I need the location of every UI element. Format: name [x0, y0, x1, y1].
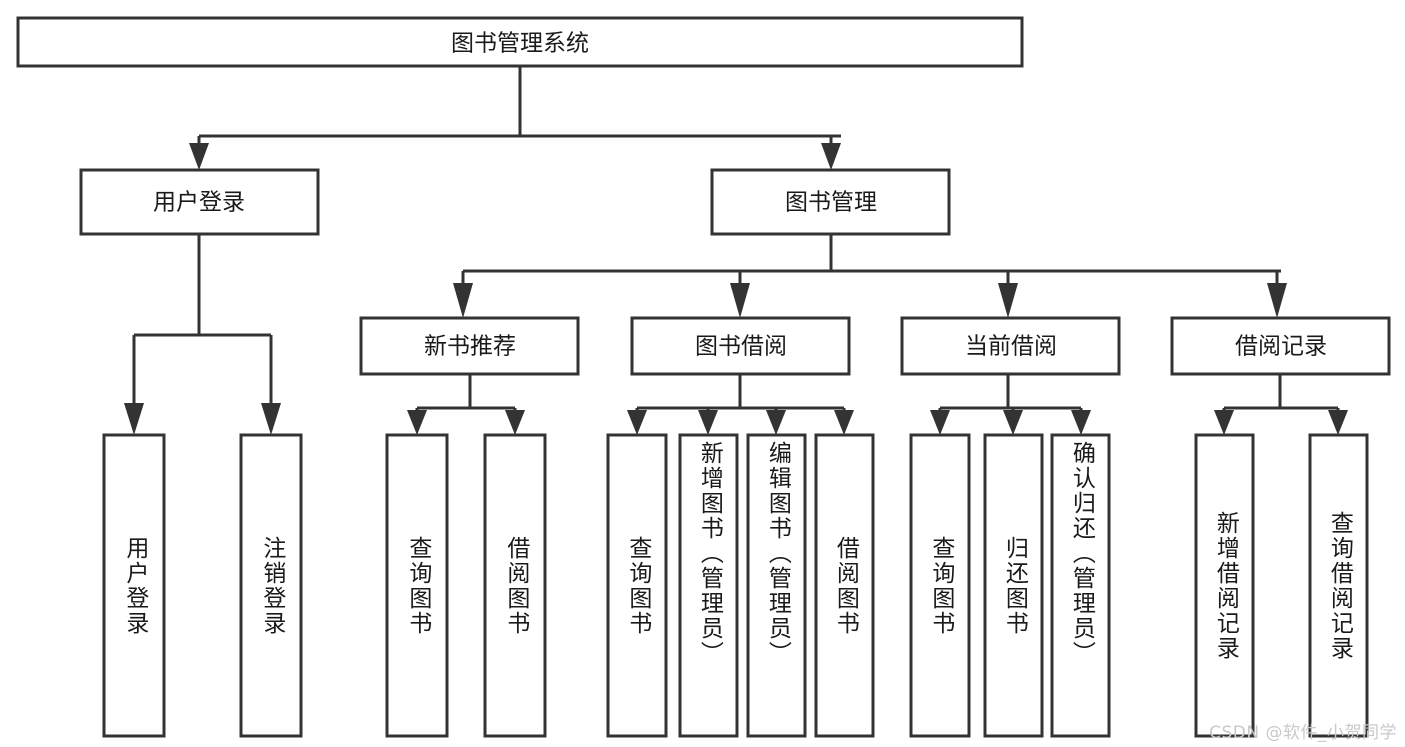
arrow-bookmgmt-to-current: [998, 283, 1018, 318]
leaf-box-add-borrow-record[interactable]: [1194, 433, 1255, 738]
arrow-current-leaf-1: [930, 410, 950, 435]
node-user-login[interactable]: 用户登录: [79, 168, 320, 236]
node-root[interactable]: 图书管理系统: [16, 16, 1024, 68]
csdn-watermark: CSDN @软件_小贺同学: [1209, 723, 1397, 743]
node-current-borrow[interactable]: 当前借阅: [900, 316, 1121, 376]
node-current-borrow-box[interactable]: [900, 316, 1121, 376]
arrow-borrow-leaf-3: [766, 410, 786, 435]
node-user-login-box[interactable]: [79, 168, 320, 236]
leaf-box-logout[interactable]: [239, 433, 303, 738]
node-new-book-recommend-label: 新书推荐: [424, 334, 516, 360]
arrow-userlogin-leaf-2: [261, 403, 281, 435]
leaf-box-query-book-current[interactable]: [909, 433, 971, 738]
node-borrow-records-box[interactable]: [1170, 316, 1391, 376]
arrow-borrow-leaf-4: [834, 410, 854, 435]
arrow-root-to-user-login: [189, 143, 209, 170]
node-borrow-records-label: 借阅记录: [1235, 334, 1327, 360]
leaf-box-add-book-admin[interactable]: [678, 433, 739, 738]
arrow-newbook-leaf-2: [505, 410, 525, 435]
arrow-borrow-leaf-1: [627, 410, 647, 435]
leaf-box-query-borrow-record[interactable]: [1308, 433, 1369, 738]
node-book-management[interactable]: 图书管理: [710, 168, 951, 236]
node-book-management-box[interactable]: [710, 168, 951, 236]
node-book-borrow-box[interactable]: [630, 316, 851, 376]
arrow-bookmgmt-to-borrow: [730, 283, 750, 318]
leaf-box-query-book-borrow[interactable]: [606, 433, 668, 738]
arrow-borrow-leaf-2: [698, 410, 718, 435]
node-new-book-recommend-box[interactable]: [359, 316, 580, 376]
leaf-box-query-book-recommend[interactable]: [385, 433, 449, 738]
node-user-login-label: 用户登录: [153, 190, 245, 216]
node-root-label: 图书管理系统: [451, 31, 589, 57]
arrow-bookmgmt-to-records: [1267, 283, 1287, 318]
arrow-newbook-leaf-1: [407, 410, 427, 435]
arrow-records-leaf-2: [1328, 410, 1348, 435]
leaf-box-edit-book-admin[interactable]: [746, 433, 807, 738]
arrow-root-to-book-mgmt: [821, 143, 841, 170]
node-book-management-label: 图书管理: [785, 190, 877, 216]
leaf-box-borrow-book-recommend[interactable]: [483, 433, 547, 738]
node-root-box[interactable]: [16, 16, 1024, 68]
leaf-box-return-book[interactable]: [983, 433, 1044, 738]
arrow-userlogin-leaf-1: [124, 403, 144, 435]
arrow-records-leaf-1: [1214, 410, 1234, 435]
connector-layer: [124, 66, 1348, 435]
node-book-borrow[interactable]: 图书借阅: [630, 316, 851, 376]
node-current-borrow-label: 当前借阅: [965, 334, 1057, 360]
node-new-book-recommend[interactable]: 新书推荐: [359, 316, 580, 376]
leaf-box-borrow-book[interactable]: [814, 433, 875, 738]
leaf-box-user-login[interactable]: [102, 433, 166, 738]
node-book-borrow-label: 图书借阅: [695, 334, 787, 360]
arrow-current-leaf-2: [1003, 410, 1023, 435]
node-layer: 图书管理系统 用户登录 图书管理 新书推荐 图书借阅 当前: [16, 16, 1391, 738]
arrow-current-leaf-3: [1071, 410, 1091, 435]
arrow-bookmgmt-to-newbook: [453, 283, 473, 318]
leaf-box-confirm-return-admin[interactable]: [1050, 433, 1111, 738]
node-borrow-records[interactable]: 借阅记录: [1170, 316, 1391, 376]
